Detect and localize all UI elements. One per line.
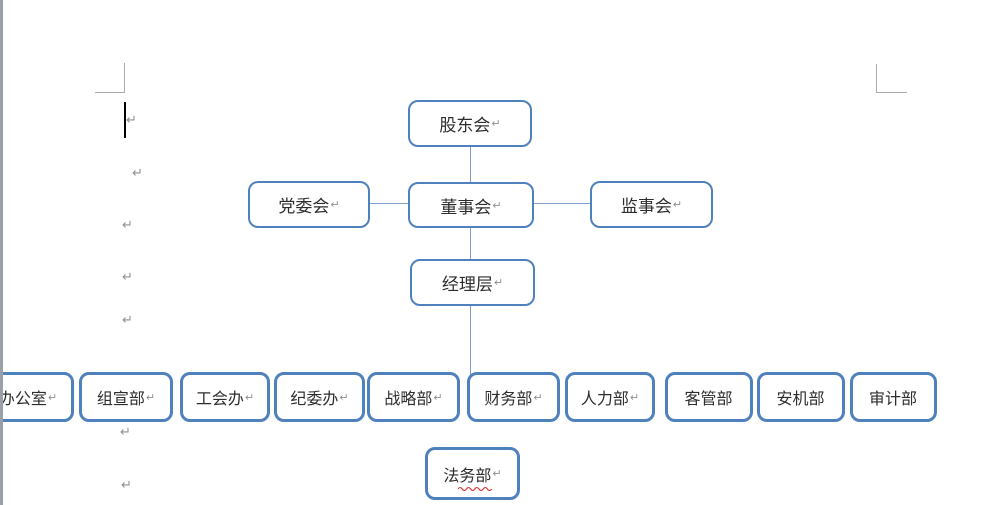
- org-node-label: 经理层: [441, 275, 493, 294]
- dept-label: 财务部: [484, 391, 533, 408]
- text-boundary-corner-right: [876, 64, 877, 93]
- connector-management-departments: [470, 306, 471, 386]
- paragraph-mark: ↵: [492, 198, 502, 212]
- dept-label: 战略部: [384, 391, 433, 408]
- org-node-shareholders[interactable]: 股东会↵: [408, 100, 532, 147]
- dept-label: 客管部: [684, 391, 733, 408]
- paragraph-mark: ↵: [533, 390, 543, 404]
- paragraph-mark: ↵: [339, 390, 349, 404]
- text-cursor: [124, 102, 126, 138]
- paragraph-mark: ↵: [122, 218, 133, 233]
- paragraph-mark: ↵: [47, 390, 58, 404]
- org-node-management[interactable]: 经理层↵: [410, 259, 535, 306]
- dept-label: 纪委办: [290, 391, 339, 408]
- dept-box-human-resources[interactable]: 人力部↵: [565, 372, 655, 422]
- paragraph-mark: ↵: [330, 198, 340, 211]
- paragraph-mark: ↵: [126, 113, 137, 128]
- dept-label: 安机部: [776, 391, 825, 408]
- org-node-supervisory[interactable]: 监事会↵: [590, 181, 713, 228]
- org-node-board[interactable]: 董事会↵: [408, 182, 534, 228]
- org-node-legal-affairs[interactable]: 法务部↵: [425, 447, 520, 500]
- paragraph-mark: ↵: [629, 390, 640, 404]
- paragraph-mark: ↵: [433, 390, 443, 404]
- dept-box-strategy[interactable]: 战略部↵: [367, 372, 460, 422]
- paragraph-mark: ↵: [491, 117, 501, 130]
- dept-box-security[interactable]: 安机部: [757, 372, 845, 422]
- paragraph-mark: ↵: [121, 478, 132, 493]
- dept-label: 审计部: [868, 391, 917, 408]
- paragraph-mark: ↵: [122, 270, 133, 285]
- dept-box-org-publicity[interactable]: 组宣部↵: [79, 372, 173, 422]
- spellcheck-squiggle: [458, 486, 492, 491]
- dept-label: 人力部: [580, 391, 629, 408]
- org-node-label: 法务部: [443, 467, 492, 485]
- connector-shareholders-board: [470, 147, 471, 182]
- dept-box-office[interactable]: 办公室↵: [0, 372, 74, 422]
- paragraph-mark: ↵: [493, 276, 504, 289]
- org-node-party-committee[interactable]: 党委会↵: [248, 181, 370, 228]
- connector-party-board: [370, 203, 408, 204]
- dept-box-finance[interactable]: 财务部↵: [467, 372, 560, 422]
- paragraph-mark: ↵: [122, 313, 133, 328]
- page-edge-strip: [0, 0, 3, 505]
- dept-box-discipline-inspection[interactable]: 纪委办↵: [274, 372, 365, 422]
- text-boundary-corner-left: [124, 63, 125, 93]
- connector-board-management: [470, 228, 471, 259]
- dept-label: 组宣部: [96, 391, 145, 408]
- text-boundary-corner-right-h: [876, 92, 907, 93]
- org-node-label: 股东会: [439, 116, 491, 135]
- dept-label: 办公室: [0, 391, 47, 408]
- dept-box-labor-union[interactable]: 工会办↵: [180, 372, 270, 422]
- paragraph-mark: ↵: [492, 467, 502, 480]
- paragraph-mark: ↵: [120, 425, 131, 440]
- org-node-label: 党委会: [278, 197, 330, 216]
- dept-box-customer-management[interactable]: 客管部: [665, 372, 753, 422]
- paragraph-mark: ↵: [672, 198, 683, 211]
- text-boundary-corner-left-h: [95, 92, 125, 93]
- connector-board-supervisory: [534, 203, 590, 204]
- paragraph-mark: ↵: [244, 390, 255, 404]
- org-node-label: 董事会: [440, 197, 492, 217]
- dept-label: 工会办: [195, 391, 244, 408]
- paragraph-mark: ↵: [145, 390, 156, 404]
- paragraph-mark: ↵: [132, 166, 143, 181]
- org-node-label: 监事会: [620, 197, 672, 216]
- dept-box-audit[interactable]: 审计部: [850, 372, 937, 422]
